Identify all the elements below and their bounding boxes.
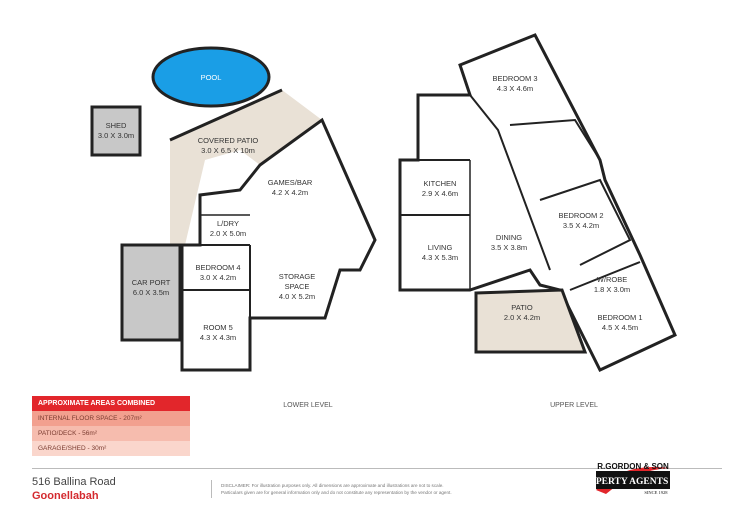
logo-line-2: PROPERTY AGENTS bbox=[594, 477, 668, 487]
room-dims-dining: 3.5 X 3.8m bbox=[491, 243, 527, 252]
pool bbox=[151, 46, 271, 108]
room-dims-bedroom-3: 4.3 X 4.6m bbox=[497, 84, 533, 93]
areas-title: APPROXIMATE AREAS COMBINED bbox=[32, 396, 190, 411]
approximate-areas-table: APPROXIMATE AREAS COMBINED INTERNAL FLOO… bbox=[32, 396, 190, 456]
room-dims-shed: 3.0 X 3.0m bbox=[98, 131, 134, 140]
room-name-shed: SHED bbox=[106, 121, 127, 130]
upper-house-outline bbox=[398, 33, 677, 372]
room-name-covered-patio: COVERED PATIO bbox=[198, 136, 259, 145]
logo-line-1: R.GORDON & SON bbox=[597, 462, 669, 471]
patio-upper bbox=[474, 288, 588, 354]
area-row-patio: PATIO/DECK - 56m² bbox=[32, 426, 190, 441]
room-name-pool: POOL bbox=[201, 73, 222, 82]
covered-patio-area bbox=[170, 90, 322, 245]
lower-level-labels: POOL SHED 3.0 X 3.0m COVERED PATIO 3.0 X… bbox=[98, 73, 333, 409]
footer-divider bbox=[32, 468, 722, 469]
disclaimer-line-1: DISCLAIMER: For illustration purposes on… bbox=[221, 483, 444, 488]
room-name-bedroom-4: BEDROOM 4 bbox=[195, 263, 240, 272]
room-dims-kitchen: 2.9 X 4.6m bbox=[422, 189, 458, 198]
upper-level-label: UPPER LEVEL bbox=[550, 402, 598, 409]
room-dims-storage: 4.0 X 5.2m bbox=[279, 292, 315, 301]
room-name-storage: STORAGE bbox=[279, 272, 316, 281]
disclaimer: DISCLAIMER: For illustration purposes on… bbox=[221, 482, 452, 496]
disclaimer-line-2: Particulars given are for general inform… bbox=[221, 490, 452, 495]
room-name-bedroom-1: BEDROOM 1 bbox=[597, 313, 642, 322]
lower-level-plan bbox=[90, 46, 377, 372]
room-name-dining: DINING bbox=[496, 233, 522, 242]
room-name-storage-2: SPACE bbox=[285, 282, 310, 291]
room-dims-walk-in-robe: 1.8 X 3.0m bbox=[594, 285, 630, 294]
room-dims-room-5: 4.3 X 4.3m bbox=[200, 333, 236, 342]
room-dims-covered-patio: 3.0 X 6.5 X 10m bbox=[201, 146, 255, 155]
floor-plan-drawing: POOL SHED 3.0 X 3.0m COVERED PATIO 3.0 X… bbox=[90, 33, 677, 409]
lower-house-outline bbox=[180, 117, 377, 372]
room-name-laundry: L/DRY bbox=[217, 219, 239, 228]
room-name-kitchen: KITCHEN bbox=[424, 179, 457, 188]
agency-logo: R.GORDON & SON PROPERTY AGENTS SINCE 192… bbox=[594, 462, 670, 495]
upper-level-plan bbox=[398, 33, 677, 372]
room-dims-games-bar: 4.2 X 4.2m bbox=[272, 188, 308, 197]
shed bbox=[90, 105, 142, 157]
room-dims-living: 4.3 X 5.3m bbox=[422, 253, 458, 262]
room-name-patio: PATIO bbox=[511, 303, 533, 312]
room-name-living: LIVING bbox=[428, 243, 453, 252]
room-dims-bedroom-1: 4.5 X 4.5m bbox=[602, 323, 638, 332]
room-dims-patio: 2.0 X 4.2m bbox=[504, 313, 540, 322]
room-dims-bedroom-2: 3.5 X 4.2m bbox=[563, 221, 599, 230]
room-name-bedroom-2: BEDROOM 2 bbox=[558, 211, 603, 220]
address-suburb: Goonellabah bbox=[32, 490, 99, 502]
room-dims-car-port: 6.0 X 3.5m bbox=[133, 288, 169, 297]
footer-separator bbox=[211, 480, 212, 498]
room-name-bedroom-3: BEDROOM 3 bbox=[492, 74, 537, 83]
room-name-walk-in-robe: W/ROBE bbox=[597, 275, 627, 284]
room-dims-laundry: 2.0 X 5.0m bbox=[210, 229, 246, 238]
room-name-car-port: CAR PORT bbox=[132, 278, 171, 287]
car-port bbox=[120, 243, 182, 342]
room-dims-bedroom-4: 3.0 X 4.2m bbox=[200, 273, 236, 282]
upper-level-labels: BEDROOM 3 4.3 X 4.6m KITCHEN 2.9 X 4.6m … bbox=[422, 74, 643, 409]
area-row-internal: INTERNAL FLOOR SPACE - 207m² bbox=[32, 411, 190, 426]
area-row-garage: GARAGE/SHED - 30m² bbox=[32, 441, 190, 456]
room-name-games-bar: GAMES/BAR bbox=[268, 178, 313, 187]
logo-line-3: SINCE 1928 bbox=[644, 490, 668, 495]
room-name-room-5: ROOM 5 bbox=[203, 323, 233, 332]
lower-level-label: LOWER LEVEL bbox=[283, 402, 333, 409]
address-street: 516 Ballina Road bbox=[32, 476, 116, 488]
